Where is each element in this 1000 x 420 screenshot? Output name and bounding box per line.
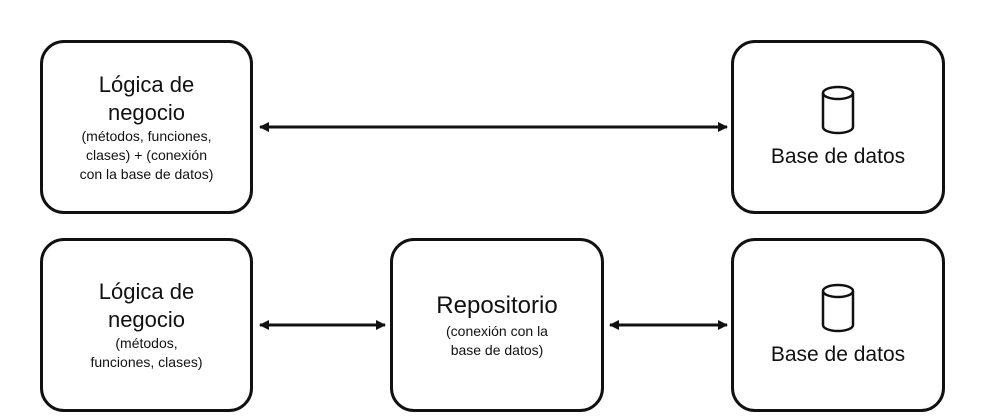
box-subtitle-line: con la base de datos) xyxy=(79,165,214,182)
box-subtitle-line: (conexión con la xyxy=(446,323,548,339)
box-subtitle-line: base de datos) xyxy=(450,342,544,358)
box-subtitle-line: (métodos, funciones, xyxy=(81,127,212,144)
database-icon xyxy=(821,283,855,333)
box-title-line: negocio xyxy=(107,99,186,125)
repository-box: Repositorio (conexión con la base de dat… xyxy=(390,238,604,412)
database-box-top: Base de datos xyxy=(731,40,945,214)
database-icon xyxy=(821,85,855,135)
business-logic-box-bottom: Lógica de negocio (métodos, funciones, c… xyxy=(40,238,253,412)
box-title-line: negocio xyxy=(107,307,186,332)
database-box-bottom: Base de datos xyxy=(731,238,945,412)
business-logic-box-top: Lógica de negocio (métodos, funciones, c… xyxy=(40,40,253,214)
box-subtitle-line: funciones, clases) xyxy=(90,354,203,370)
box-title-line: Lógica de xyxy=(98,279,195,304)
box-subtitle-line: clases) + (conexión xyxy=(85,146,207,163)
box-title-line: Lógica de xyxy=(98,71,195,97)
database-label: Base de datos xyxy=(770,145,906,168)
database-label: Base de datos xyxy=(770,343,906,366)
repository-title: Repositorio xyxy=(436,292,558,319)
box-subtitle-line: (métodos, xyxy=(115,335,178,351)
